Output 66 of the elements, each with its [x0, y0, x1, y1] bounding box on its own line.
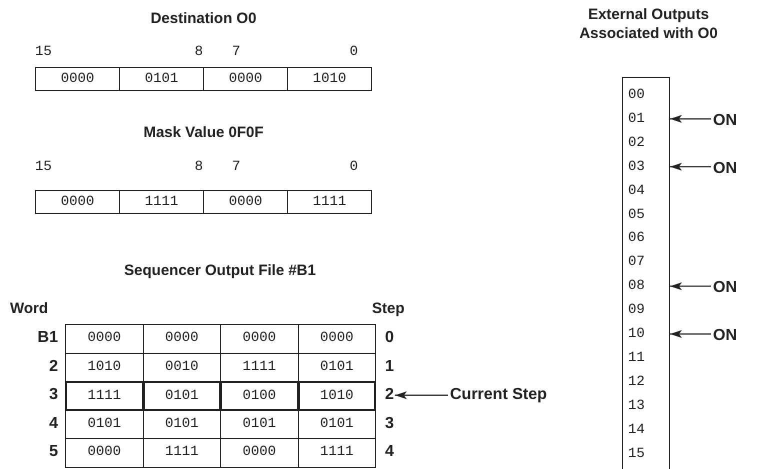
bit-number: 8	[194, 159, 203, 175]
bit-field-cell: 0000	[35, 190, 120, 214]
word-number: 2	[49, 356, 58, 376]
bit-field-cell: 1111	[119, 190, 204, 214]
bit-field-cell: 0000	[298, 324, 376, 354]
column-heading: Step	[372, 300, 405, 317]
column-heading: Word	[10, 300, 48, 317]
list-heading: External Outputs Associated with O0	[578, 5, 719, 43]
step-number: 1	[385, 356, 394, 376]
arrow	[670, 162, 711, 171]
output-number: 02	[623, 132, 669, 153]
output-number: 10	[623, 324, 669, 344]
output-number: 09	[623, 300, 669, 320]
arrow	[394, 391, 448, 400]
bit-field-cell: 1010	[298, 381, 376, 410]
arrow	[670, 282, 711, 290]
step-number: 2	[385, 381, 394, 410]
bit-field-cell: 1111	[298, 438, 376, 468]
output-number: 06	[623, 228, 669, 248]
output-number: 04	[623, 180, 669, 201]
table-title: Sequencer Output File #B1	[123, 262, 317, 279]
output-number: 03	[623, 156, 669, 177]
output-number: 07	[623, 252, 669, 272]
bit-field-cell: 0000	[203, 67, 288, 91]
table-title: Mask Value 0F0F	[142, 124, 265, 141]
output-number: 13	[623, 396, 669, 416]
callout-label: ON	[713, 156, 737, 181]
bit-field-cell: 0000	[65, 438, 144, 468]
bit-field-cell: 0101	[142, 381, 221, 410]
output-number: 01	[623, 108, 669, 129]
bit-number: 8	[194, 44, 203, 60]
bit-number: 7	[232, 44, 240, 60]
output-number: 14	[623, 420, 669, 440]
callout-label: Current Step	[450, 381, 547, 410]
bit-field-cell: 0000	[203, 190, 288, 214]
step-number: 3	[385, 414, 394, 434]
output-number: 05	[623, 204, 669, 224]
callout-label: ON	[713, 108, 737, 133]
step-number: 0	[385, 328, 394, 348]
word-number: 3	[49, 385, 58, 405]
output-number: 15	[623, 444, 669, 464]
output-number: 08	[623, 276, 669, 296]
bit-number: 15	[35, 44, 52, 60]
arrow	[670, 114, 711, 123]
bit-field-cell: 0000	[65, 324, 144, 354]
bit-number: 7	[232, 159, 240, 175]
bit-field-cell: 0100	[220, 381, 298, 410]
output-number: 12	[623, 372, 669, 392]
bit-field-cell: 0000	[35, 67, 120, 91]
callout-label: ON	[713, 324, 737, 348]
bit-number: 0	[350, 44, 358, 60]
output-number: 00	[623, 85, 669, 105]
bit-field-cell: 0101	[119, 67, 204, 91]
bit-field-cell: 1010	[287, 67, 372, 91]
bit-field-cell: 1111	[287, 190, 372, 214]
bit-number: 15	[35, 159, 52, 175]
word-number: B1	[38, 328, 58, 348]
table-title: Destination O0	[150, 10, 258, 27]
output-number: 11	[623, 348, 669, 368]
step-number: 4	[385, 442, 394, 462]
bit-field-cell: 1111	[65, 381, 144, 410]
callout-label: ON	[713, 276, 737, 300]
bit-number: 0	[350, 159, 358, 175]
word-number: 5	[49, 442, 58, 462]
arrow	[670, 330, 711, 338]
word-number: 4	[49, 414, 58, 434]
